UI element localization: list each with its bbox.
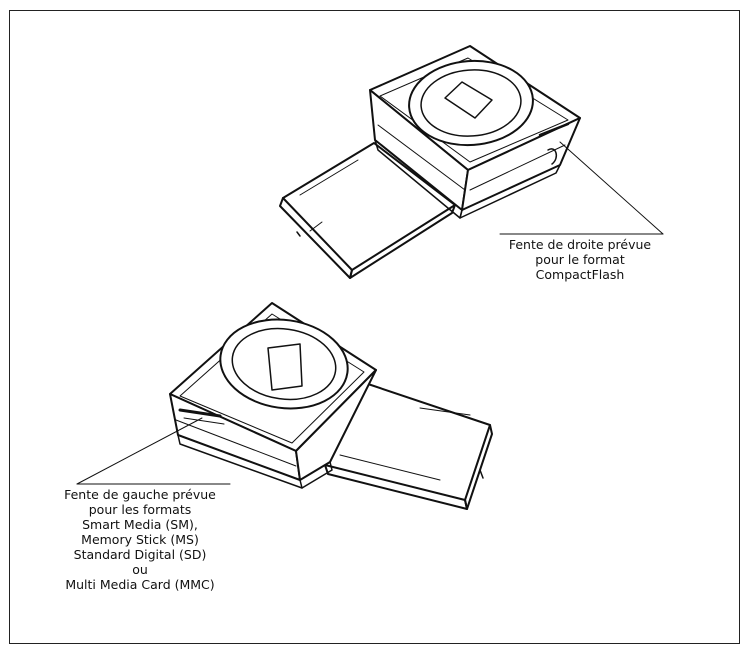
printer-top bbox=[279, 45, 664, 279]
right-slot-label-line: Fente de droite prévue bbox=[508, 237, 652, 252]
left-slot-label-line: Standard Digital (SD) bbox=[73, 547, 207, 562]
figure-frame bbox=[9, 10, 740, 644]
left-slot-label-line: Fente de gauche prévue bbox=[64, 487, 216, 502]
right-slot-label-line: pour le format bbox=[535, 252, 625, 267]
left-slot-label-line: Memory Stick (MS) bbox=[81, 532, 199, 547]
paper-tray-top bbox=[279, 142, 456, 279]
sm-ms-sd-mmc-slot bbox=[178, 408, 222, 418]
left-slot-label: Fente de gauche prévue pour les formats … bbox=[60, 487, 220, 592]
left-slot-label-line: ou bbox=[132, 562, 148, 577]
left-slot-label-line: Multi Media Card (MMC) bbox=[65, 577, 215, 592]
left-slot-label-line: Smart Media (SM), bbox=[82, 517, 198, 532]
left-slot-label-line: pour les formats bbox=[88, 502, 192, 517]
printer-lid-top bbox=[408, 59, 534, 147]
printer-bottom bbox=[76, 302, 493, 510]
right-slot-label-line: CompactFlash bbox=[535, 267, 625, 282]
leader-line-left bbox=[76, 417, 203, 485]
right-slot-label: Fente de droite prévue pour le format Co… bbox=[500, 237, 660, 282]
compactflash-slot bbox=[538, 122, 570, 137]
leader-line-right bbox=[559, 141, 664, 235]
printer-lid-bottom bbox=[219, 318, 349, 410]
